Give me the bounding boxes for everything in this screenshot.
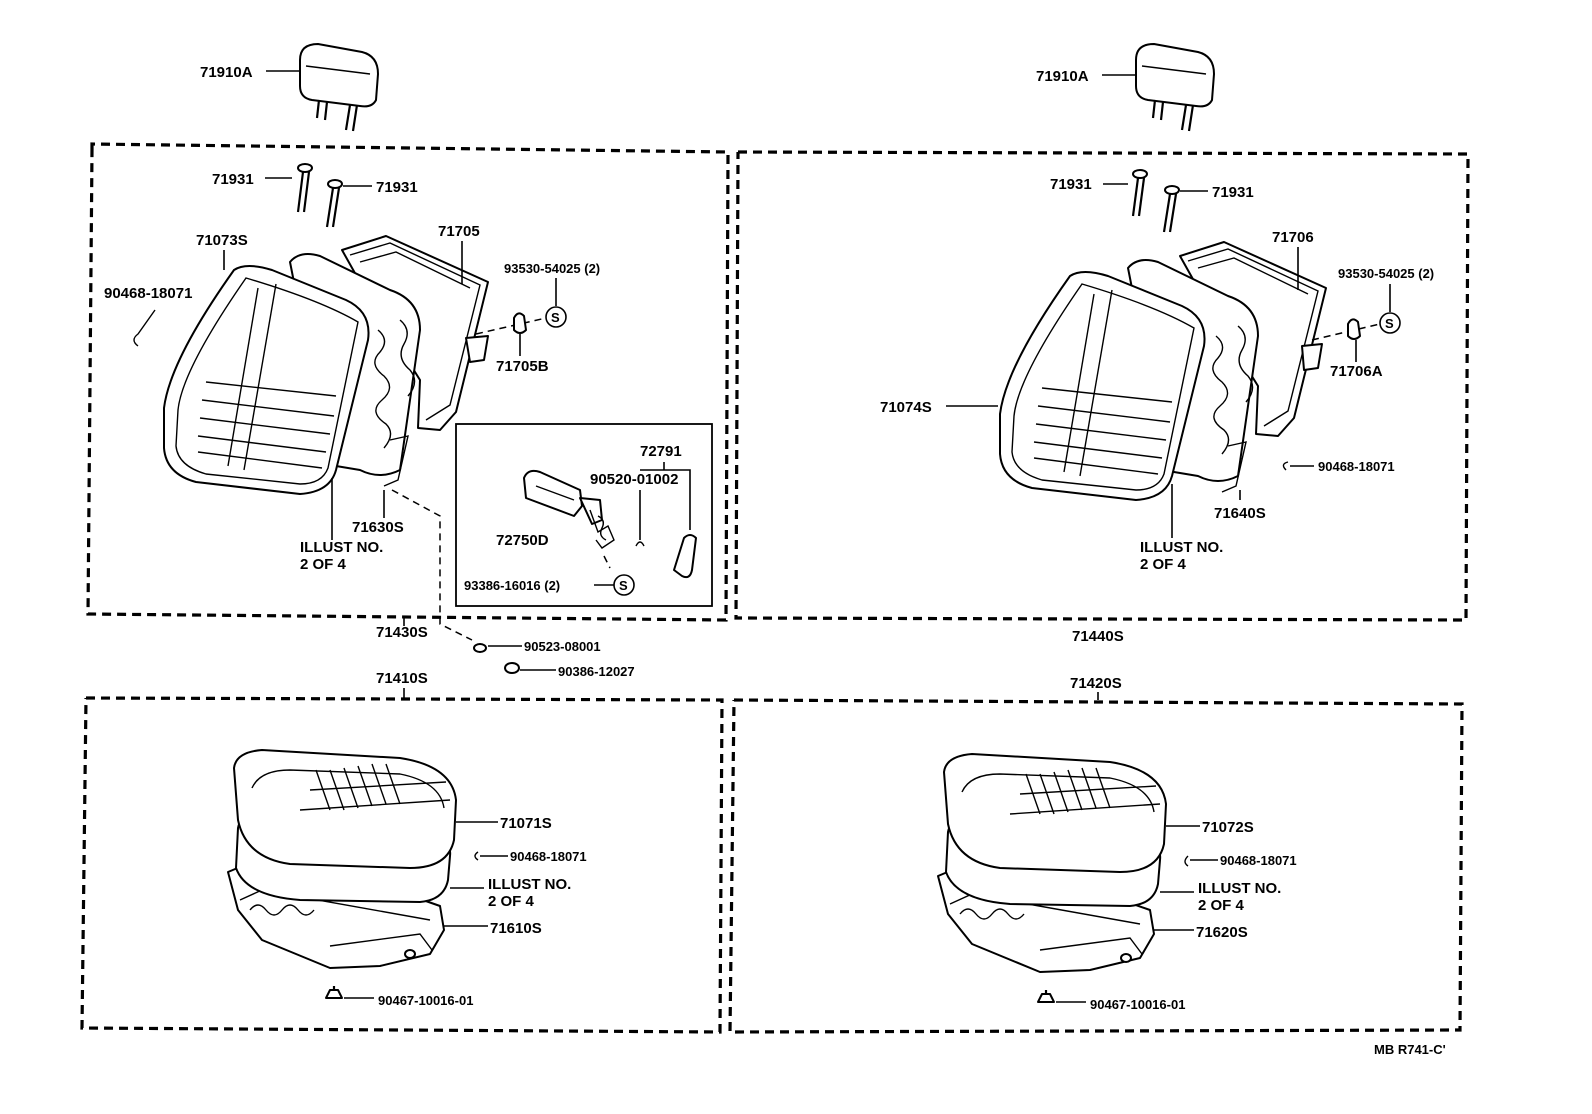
label-armrest-screw: 93386-16016 (2)	[464, 578, 560, 593]
s-mark-left-text: S	[551, 310, 560, 325]
s-mark-armrest: S	[613, 574, 635, 596]
s-mark-right: S	[1379, 312, 1401, 334]
label-back-frame-right: 71706	[1272, 229, 1314, 246]
clip-right[interactable]	[1037, 990, 1055, 1003]
label-cushion-hog-right: 90468-18071	[1220, 853, 1297, 868]
label-bracket-left: 71705B	[496, 358, 549, 375]
label-spring-left: 71630S	[352, 519, 404, 536]
washer[interactable]	[473, 643, 487, 653]
box-cushion-right	[728, 698, 1464, 1034]
label-back-cover-right: 71074S	[880, 399, 932, 416]
s-mark-left: S	[545, 306, 567, 328]
label-illust-cush-right-1: ILLUST NO.	[1198, 880, 1281, 897]
label-cushion-frame-left: 71610S	[490, 920, 542, 937]
label-guide-left-1: 71931	[212, 171, 254, 188]
label-assy-cushion-right: 71420S	[1070, 675, 1122, 692]
label-guide-right-2: 71931	[1212, 184, 1254, 201]
label-screw-right: 93530-54025 (2)	[1338, 266, 1434, 281]
label-cushion-frame-right: 71620S	[1196, 924, 1248, 941]
bracket-right[interactable]	[1347, 318, 1361, 340]
label-hog-ring-left: 90468-18071	[104, 285, 192, 302]
headrest-guide-right-1[interactable]	[1131, 169, 1148, 217]
hog-ring-left[interactable]	[133, 309, 156, 347]
label-headrest-right: 71910A	[1036, 68, 1089, 85]
label-assy-back-left: 71430S	[376, 624, 428, 641]
box-seatback-right	[734, 150, 1470, 622]
armrest-lever[interactable]	[673, 534, 697, 579]
label-cushion-cover-right: 71072S	[1202, 819, 1254, 836]
hog-ring-right[interactable]	[1282, 461, 1289, 471]
seatback-cover-left[interactable]	[163, 265, 370, 495]
label-cushion-cover-left: 71071S	[500, 815, 552, 832]
label-illust-back-left-2: 2 OF 4	[300, 556, 347, 573]
label-clip-left: 90467-10016-01	[378, 993, 473, 1008]
nut[interactable]	[504, 662, 520, 674]
label-illust-back-right-2: 2 OF 4	[1140, 556, 1187, 573]
label-back-cover-left: 71073S	[196, 232, 248, 249]
box-cushion-left	[80, 696, 724, 1034]
label-washer: 90523-08001	[524, 639, 601, 654]
label-assy-back-right: 71440S	[1072, 628, 1124, 645]
label-headrest-left: 71910A	[200, 64, 253, 81]
headrest-guide-left-1[interactable]	[296, 163, 313, 213]
seatback-cover-right[interactable]	[999, 271, 1206, 501]
armrest-inset-box	[455, 423, 713, 607]
label-spring-right: 71640S	[1214, 505, 1266, 522]
label-assy-cushion-left: 71410S	[376, 670, 428, 687]
headrest-right[interactable]	[1135, 43, 1215, 132]
label-armrest: 72750D	[496, 532, 549, 549]
label-illust-cush-right-2: 2 OF 4	[1198, 897, 1245, 914]
label-screw-left: 93530-54025 (2)	[504, 261, 600, 276]
armrest-pin[interactable]	[635, 541, 645, 547]
label-armrest-pin: 90520-01002	[590, 471, 678, 488]
label-clip-right: 90467-10016-01	[1090, 997, 1185, 1012]
cushion-hog-ring-left[interactable]	[474, 851, 479, 861]
cushion-cover-right[interactable]	[943, 753, 1167, 873]
label-back-frame-left: 71705	[438, 223, 480, 240]
label-armrest-sub: 72791	[640, 443, 682, 460]
headrest-left[interactable]	[299, 43, 379, 132]
label-hog-ring-right: 90468-18071	[1318, 459, 1395, 474]
label-nut: 90386-12027	[558, 664, 635, 679]
s-mark-right-text: S	[1385, 316, 1394, 331]
box-seatback-left	[86, 142, 730, 622]
label-guide-left-2: 71931	[376, 179, 418, 196]
label-cushion-hog-left: 90468-18071	[510, 849, 587, 864]
label-bracket-right: 71706A	[1330, 363, 1383, 380]
armrest[interactable]	[523, 469, 615, 549]
label-illust-cush-left-2: 2 OF 4	[488, 893, 535, 910]
label-guide-right-1: 71931	[1050, 176, 1092, 193]
label-illust-cush-left-1: ILLUST NO.	[488, 876, 571, 893]
bracket-left[interactable]	[513, 312, 527, 334]
headrest-guide-right-2[interactable]	[1162, 185, 1180, 233]
label-illust-back-right-1: ILLUST NO.	[1140, 539, 1223, 556]
drawing-code: MB R741-C'	[1374, 1042, 1446, 1057]
headrest-guide-left-2[interactable]	[325, 179, 343, 228]
label-illust-back-left-1: ILLUST NO.	[300, 539, 383, 556]
clip-left[interactable]	[325, 986, 343, 999]
s-mark-armrest-text: S	[619, 578, 628, 593]
cushion-hog-ring-right[interactable]	[1184, 855, 1189, 867]
cushion-cover-left[interactable]	[233, 749, 457, 869]
